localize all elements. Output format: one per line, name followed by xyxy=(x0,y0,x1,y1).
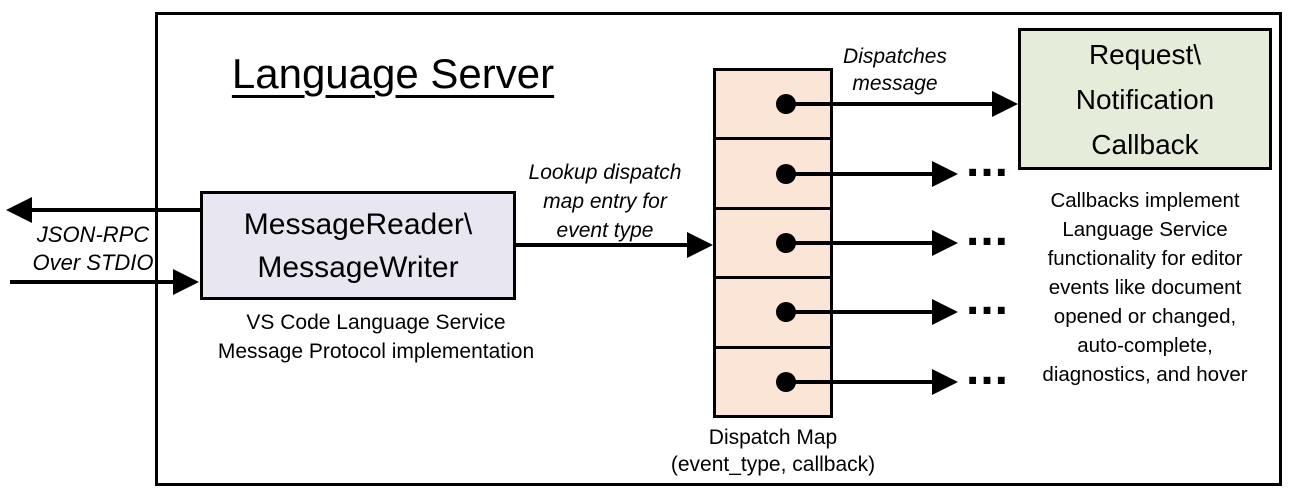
io-protocol-label: JSON-RPC Over STDIO xyxy=(32,222,154,275)
dispatches-message-label: Dispatches message xyxy=(843,45,947,95)
ellipsis-row-4: ... xyxy=(966,272,1010,325)
ellipsis-row-5: ... xyxy=(966,342,1010,395)
ellipsis-row-2: ... xyxy=(966,134,1010,187)
ellipsis-row-3: ... xyxy=(966,203,1010,256)
dispatch-map-cell xyxy=(716,140,830,210)
message-box-caption: VS Code Language Service Message Protoco… xyxy=(217,311,535,363)
dispatch-map-caption: Dispatch Map (event_type, callback) xyxy=(670,426,876,476)
dispatch-map-cell xyxy=(716,209,830,280)
dispatch-map-cell xyxy=(716,348,830,416)
callback-box-title: Request\ Notification Callback xyxy=(1075,38,1215,160)
callbacks-note: Callbacks implement Language Service fun… xyxy=(1042,189,1248,386)
lookup-dispatch-label: Lookup dispatch map entry for event type xyxy=(528,161,682,242)
diagram-title: Language Server xyxy=(231,50,555,97)
dispatch-map-cell xyxy=(716,279,830,349)
dispatch-map-cell xyxy=(716,71,830,141)
message-reader-writer-box: MessageReader\ MessageWriter xyxy=(200,191,516,300)
request-notification-callback-box: Request\ Notification Callback xyxy=(1018,28,1272,170)
message-box-title: MessageReader\ MessageWriter xyxy=(243,207,473,284)
language-server-boundary xyxy=(155,12,1282,486)
dispatch-map xyxy=(713,68,833,418)
